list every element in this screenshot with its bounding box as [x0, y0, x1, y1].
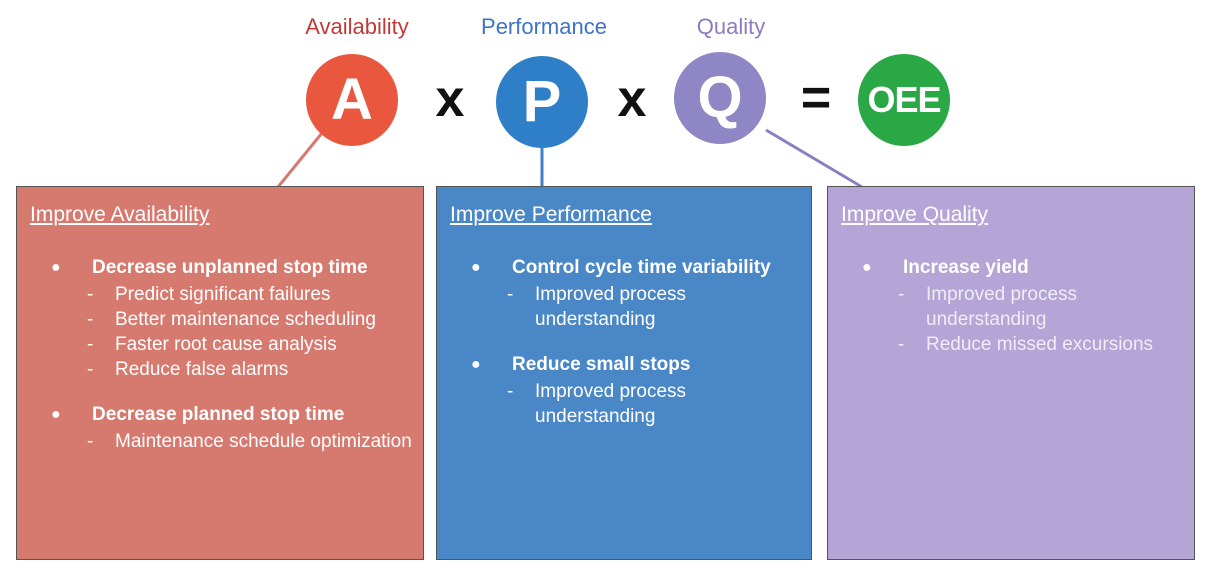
panel-title: Improve Quality: [841, 203, 989, 226]
bullet-icon: ●: [51, 259, 61, 276]
list-item: ● Decrease unplanned stop time -Predict …: [17, 257, 423, 382]
availability-label: Availability: [305, 14, 409, 39]
multiply-operator-2: x: [617, 70, 647, 128]
equals-operator: =: [800, 69, 832, 127]
sub-item-text: Reduce missed excursions: [926, 334, 1154, 355]
dash-icon: -: [898, 334, 905, 355]
bullet-heading: Decrease unplanned stop time: [92, 257, 368, 278]
bullet-icon: ●: [471, 259, 481, 276]
dash-icon: -: [87, 284, 94, 305]
list-item: ● Increase yield -Improved process under…: [828, 257, 1194, 357]
sub-item: -Faster root cause analysis: [17, 332, 423, 357]
oee-text: OEE: [867, 79, 941, 120]
bullet-icon: ●: [862, 259, 872, 276]
sub-item-text: Faster root cause analysis: [115, 334, 337, 355]
quality-letter: Q: [697, 65, 743, 130]
list-item: ● Control cycle time variability -Improv…: [437, 257, 811, 332]
improve-quality-panel: Improve Quality ● Increase yield -Improv…: [827, 186, 1195, 560]
list-item: ● Decrease planned stop time -Maintenanc…: [17, 404, 423, 454]
sub-item: -Improved process understanding: [437, 282, 811, 332]
quality-label: Quality: [696, 14, 766, 39]
performance-label: Performance: [481, 14, 607, 39]
sub-item: -Improved process understanding: [828, 282, 1194, 332]
sub-item: -Reduce false alarms: [17, 357, 423, 382]
bullet-heading: Decrease planned stop time: [92, 404, 345, 425]
sub-item-text: Improved process understanding: [535, 381, 687, 427]
sub-item: -Better maintenance scheduling: [17, 307, 423, 332]
bullet-heading: Control cycle time variability: [512, 257, 771, 278]
dash-icon: -: [507, 381, 514, 402]
sub-item-text: Improved process understanding: [535, 284, 687, 330]
dash-icon: -: [87, 431, 94, 452]
dash-icon: -: [87, 309, 94, 330]
bullet-heading: Increase yield: [903, 257, 1029, 278]
connector-availability: [276, 132, 324, 188]
performance-circle: P: [496, 56, 588, 148]
sub-item: -Reduce missed excursions: [828, 332, 1194, 357]
sub-item-text: Predict significant failures: [115, 284, 331, 305]
performance-letter: P: [522, 69, 562, 134]
list-item: ● Reduce small stops -Improved process u…: [437, 354, 811, 429]
quality-circle: Q: [674, 52, 766, 144]
oee-circle: OEE: [858, 54, 950, 146]
multiply-operator-1: x: [435, 70, 465, 128]
dash-icon: -: [87, 334, 94, 355]
availability-letter: A: [331, 67, 373, 132]
panel-title: Improve Availability: [30, 203, 210, 226]
sub-item: -Predict significant failures: [17, 282, 423, 307]
bullet-icon: ●: [51, 406, 61, 423]
improve-performance-panel: Improve Performance ● Control cycle time…: [436, 186, 812, 560]
sub-item-text: Improved process understanding: [926, 284, 1078, 330]
panel-title: Improve Performance: [450, 203, 652, 226]
connector-quality: [765, 128, 863, 189]
sub-item: -Maintenance schedule optimization: [17, 429, 423, 454]
bullet-heading: Reduce small stops: [512, 354, 691, 375]
dash-icon: -: [507, 284, 514, 305]
bullet-icon: ●: [471, 356, 481, 373]
sub-item-text: Better maintenance scheduling: [115, 309, 376, 330]
dash-icon: -: [898, 284, 905, 305]
sub-item: -Improved process understanding: [437, 379, 811, 429]
sub-item-text: Reduce false alarms: [115, 359, 289, 380]
dash-icon: -: [87, 359, 94, 380]
improve-availability-panel: Improve Availability ● Decrease unplanne…: [16, 186, 424, 560]
sub-item-text: Maintenance schedule optimization: [115, 431, 412, 452]
availability-circle: A: [306, 54, 398, 146]
